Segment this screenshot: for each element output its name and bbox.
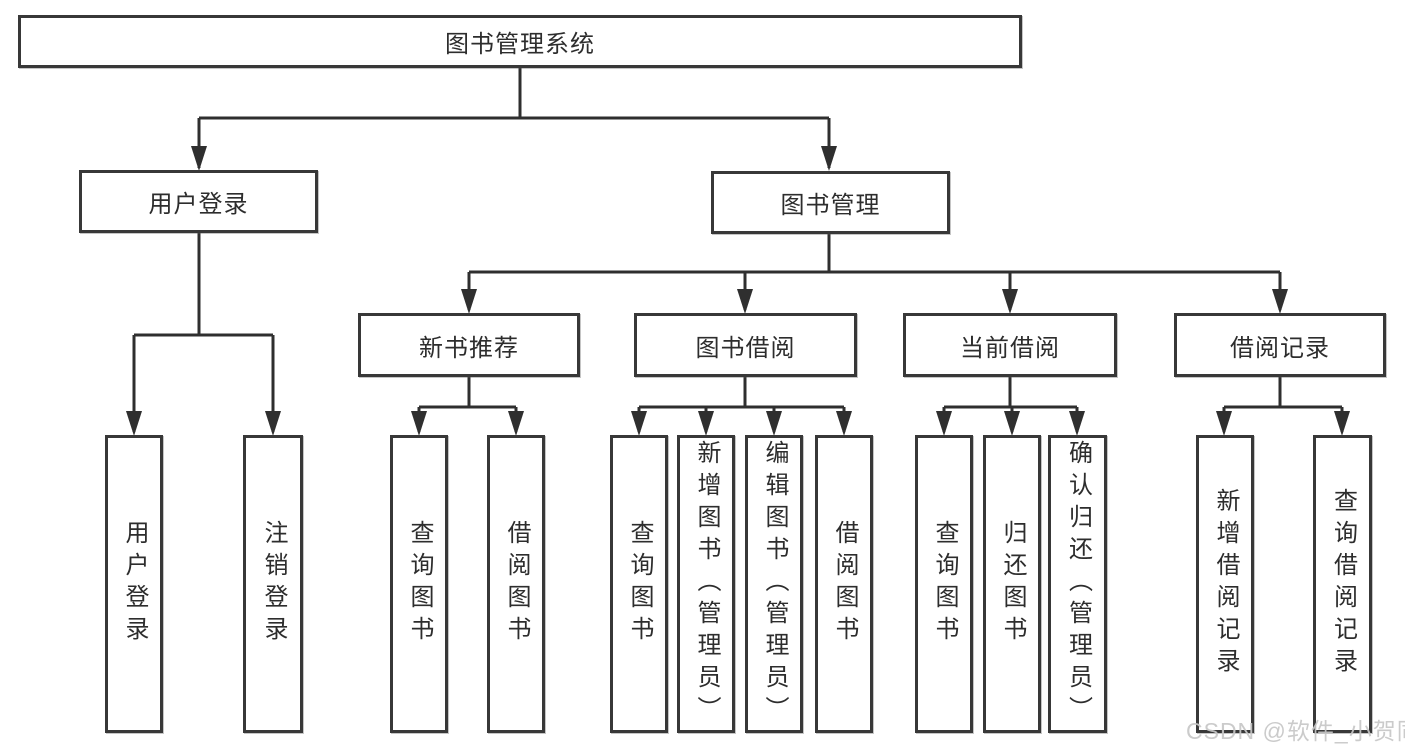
node-book-borrow-label: 图书借阅 xyxy=(695,334,796,362)
node-user-login: 用户登录 xyxy=(79,170,318,233)
node-root: 图书管理系统 xyxy=(18,15,1022,68)
leaf-query-books-1-label: 查询图书 xyxy=(406,520,433,648)
leaf-return-books-label: 归还图书 xyxy=(999,520,1026,648)
node-borrow-records-label: 借阅记录 xyxy=(1230,334,1330,362)
leaf-query-books-3-label: 查询图书 xyxy=(931,520,958,648)
leaf-add-borrow-record-label: 新增借阅记录 xyxy=(1212,488,1239,680)
connector-paths xyxy=(132,68,1344,432)
leaf-add-books-admin: 新增图书（管理员） xyxy=(677,435,735,733)
leaf-add-borrow-record: 新增借阅记录 xyxy=(1196,435,1254,733)
leaf-query-borrow-record: 查询借阅记录 xyxy=(1313,435,1372,733)
node-current-borrow-label: 当前借阅 xyxy=(960,334,1060,362)
node-user-login-label: 用户登录 xyxy=(148,191,249,218)
leaf-edit-books-admin: 编辑图书（管理员） xyxy=(745,435,803,733)
node-book-borrow: 图书借阅 xyxy=(634,313,857,377)
node-book-management: 图书管理 xyxy=(711,171,950,234)
leaf-query-books-2-label: 查询图书 xyxy=(626,520,653,648)
node-current-borrow: 当前借阅 xyxy=(903,313,1117,377)
csdn-watermark: CSDN @软件_小贺同学 xyxy=(1186,718,1405,744)
leaf-logout-label: 注销登录 xyxy=(260,520,287,648)
leaf-query-books-1: 查询图书 xyxy=(390,435,448,733)
node-new-book-recommend-label: 新书推荐 xyxy=(419,334,519,362)
arrowheads xyxy=(126,146,1350,436)
node-book-management-label: 图书管理 xyxy=(780,192,881,219)
leaf-borrow-books-1-label: 借阅图书 xyxy=(503,520,530,648)
leaf-query-books-3: 查询图书 xyxy=(915,435,973,733)
leaf-query-books-2: 查询图书 xyxy=(610,435,668,733)
node-new-book-recommend: 新书推荐 xyxy=(358,313,580,377)
leaf-user-login: 用户登录 xyxy=(105,435,163,733)
leaf-edit-books-admin-label: 编辑图书（管理员） xyxy=(761,440,788,728)
leaf-logout: 注销登录 xyxy=(243,435,303,733)
leaf-borrow-books-1: 借阅图书 xyxy=(487,435,545,733)
node-borrow-records: 借阅记录 xyxy=(1174,313,1386,377)
leaf-add-books-admin-label: 新增图书（管理员） xyxy=(693,440,720,728)
node-root-label: 图书管理系统 xyxy=(445,31,595,58)
leaf-confirm-return-admin-label: 确认归还（管理员） xyxy=(1064,440,1092,728)
leaf-confirm-return-admin: 确认归还（管理员） xyxy=(1048,435,1107,733)
leaf-borrow-books-2: 借阅图书 xyxy=(815,435,873,733)
leaf-user-login-label: 用户登录 xyxy=(121,520,148,648)
leaf-borrow-books-2-label: 借阅图书 xyxy=(831,520,858,648)
leaf-query-borrow-record-label: 查询借阅记录 xyxy=(1329,488,1357,680)
leaf-return-books: 归还图书 xyxy=(983,435,1041,733)
